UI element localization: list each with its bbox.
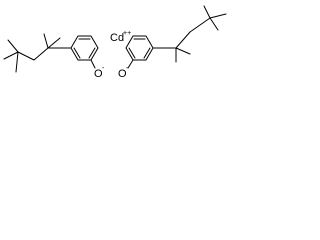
left-oxygen-charge: - — [102, 65, 105, 72]
bond-quaternary-methyl-right-side — [175, 47, 191, 55]
right-ring-double-bond-3 — [128, 47, 136, 59]
right-benzene-ring — [125, 35, 154, 61]
left-phenoxide-group: O - — [3, 33, 105, 80]
bond-tbu-methyl-down-right — [209, 17, 219, 31]
right-oxygen-charge: - — [126, 65, 129, 72]
right-phenoxide-group: O - — [118, 5, 227, 80]
bond-ring-oxygen-right — [127, 59, 134, 69]
left-benzene-ring — [70, 35, 99, 61]
bond-tbu-methyl-bottom — [15, 51, 19, 73]
right-ring-double-bond-2 — [143, 47, 151, 59]
left-ring-double-bond-3 — [73, 47, 81, 59]
bond-tbu-methyl-top — [7, 39, 19, 53]
cadmium-label: Cd — [110, 32, 124, 44]
cadmium-ion: Cd ++ — [110, 30, 131, 44]
left-ring-double-bond-2 — [88, 47, 96, 59]
cadmium-charge: ++ — [123, 30, 131, 37]
left-oxygen-label: O — [94, 68, 103, 80]
bond-ring-oxygen-left — [90, 59, 96, 69]
bond-quaternary-ch2-right — [175, 31, 191, 49]
bond-quaternary-methyl-right — [47, 37, 61, 49]
bond-tbu-methyl-left — [3, 51, 19, 60]
bond-ch2-quaternary — [33, 47, 49, 61]
chemical-structure-diagram: O - Cd ++ O - — [3, 5, 227, 80]
bond-tbu-ch2 — [17, 51, 35, 61]
right-oxygen-label: O — [118, 68, 127, 80]
bond-tbu-methyl-up-right — [203, 5, 211, 19]
bond-quaternary-methyl-up — [43, 33, 49, 49]
bond-ch2-tbu-right — [189, 17, 211, 33]
bond-tbu-methyl-right-right — [209, 13, 227, 19]
